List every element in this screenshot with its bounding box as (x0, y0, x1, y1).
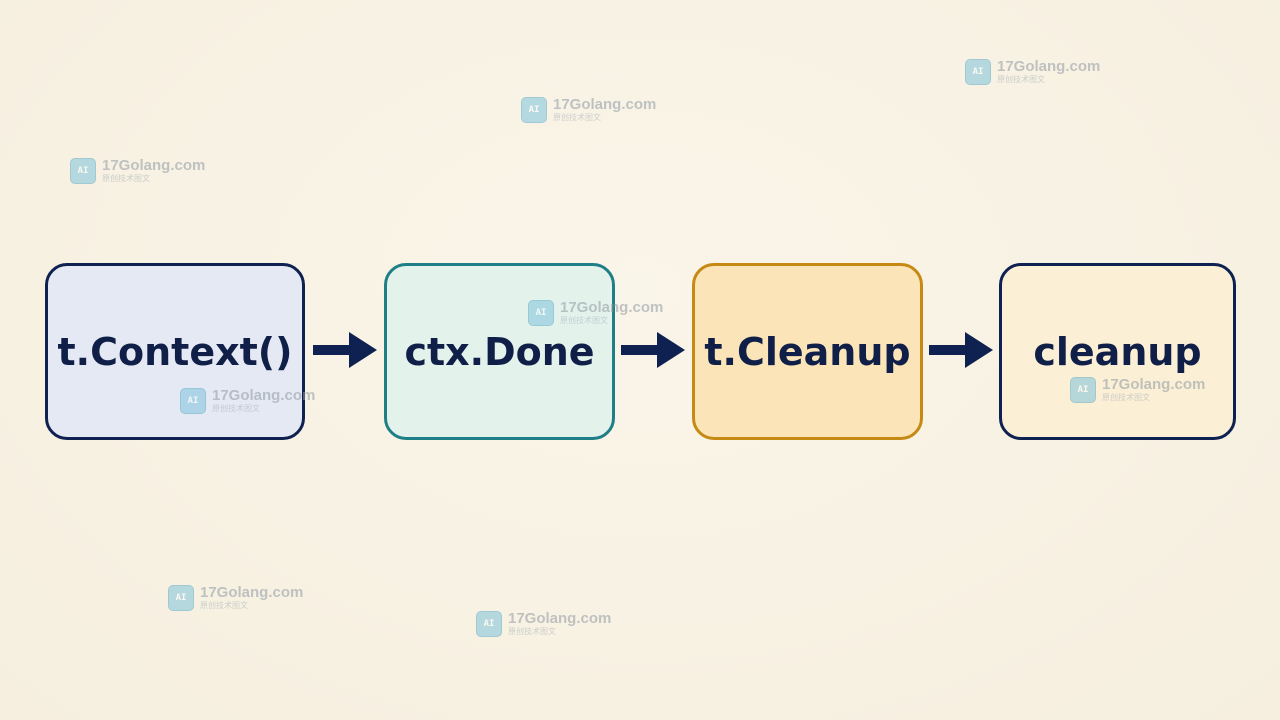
watermark: AI 17Golang.com 原创技术图文 (476, 611, 611, 637)
watermark: AI 17Golang.com 原创技术图文 (70, 158, 205, 184)
watermark: AI 17Golang.com 原创技术图文 (168, 585, 303, 611)
right-arrow-icon (621, 332, 685, 368)
step-label: t.Context() (57, 329, 293, 374)
step-box-t-cleanup: t.Cleanup (692, 263, 923, 440)
watermark: AI 17Golang.com 原创技术图文 (965, 59, 1100, 85)
step-box-ctx-done: ctx.Done (384, 263, 615, 440)
right-arrow-icon (929, 332, 993, 368)
watermark-text: 17Golang.com (997, 58, 1101, 75)
watermark-subtext: 原创技术图文 (102, 174, 150, 183)
site-logo-icon: AI (965, 59, 991, 85)
step-label: t.Cleanup (704, 329, 911, 374)
watermark-subtext: 原创技术图文 (553, 113, 601, 122)
site-logo-icon: AI (476, 611, 502, 637)
step-box-cleanup: cleanup (999, 263, 1236, 440)
site-logo-icon: AI (70, 158, 96, 184)
watermark-text: 17Golang.com (508, 610, 612, 627)
watermark-subtext: 原创技术图文 (200, 601, 248, 610)
site-logo-icon: AI (521, 97, 547, 123)
watermark-subtext: 原创技术图文 (508, 627, 556, 636)
right-arrow-icon (313, 332, 377, 368)
step-label: cleanup (1033, 329, 1202, 374)
watermark-text: 17Golang.com (102, 157, 206, 174)
watermark-text: 17Golang.com (200, 584, 304, 601)
step-box-context: t.Context() (45, 263, 305, 440)
step-label: ctx.Done (404, 329, 595, 374)
site-logo-icon: AI (168, 585, 194, 611)
watermark: AI 17Golang.com 原创技术图文 (521, 97, 656, 123)
watermark-subtext: 原创技术图文 (997, 75, 1045, 84)
watermark-text: 17Golang.com (553, 96, 657, 113)
